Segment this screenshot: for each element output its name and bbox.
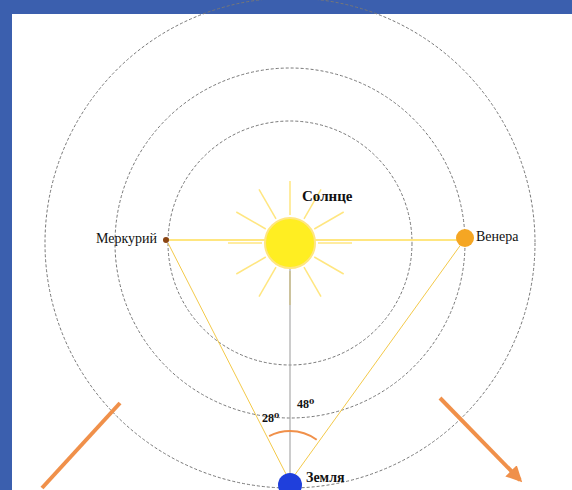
sun-ray <box>314 257 343 274</box>
sun-ray <box>228 242 262 244</box>
sun-label: Солнце <box>302 188 353 205</box>
orange-arrow <box>440 398 520 480</box>
planet-label: Меркурий <box>96 231 157 246</box>
sun-ray <box>236 212 265 229</box>
sun-ray <box>314 212 343 229</box>
angle-label: 48⁰ <box>297 398 314 411</box>
slide-ground <box>12 14 572 490</box>
earth-venus-line <box>294 243 462 476</box>
sun-earth-line <box>290 268 291 474</box>
sun-ray <box>304 267 321 296</box>
orbits <box>45 0 535 488</box>
orange-arrow <box>42 403 120 488</box>
planet-label: Венера <box>476 229 518 244</box>
sun-ray <box>318 242 352 244</box>
sun-ray <box>259 267 276 296</box>
earth-orbit <box>45 0 535 488</box>
venus <box>456 229 474 247</box>
sun <box>265 218 315 268</box>
earth-mercury-line <box>168 243 287 476</box>
planet-label: Земля <box>306 470 345 485</box>
angle-label: 28⁰ <box>262 412 279 425</box>
sun-ray <box>259 189 276 218</box>
sun-line <box>168 239 465 241</box>
angle-arcs <box>269 430 318 441</box>
mercury <box>163 237 169 243</box>
sun-ray <box>236 257 265 274</box>
angle-arc <box>269 430 290 437</box>
sun-ray <box>289 181 291 215</box>
angle-arc <box>290 430 317 441</box>
earth <box>278 473 302 490</box>
